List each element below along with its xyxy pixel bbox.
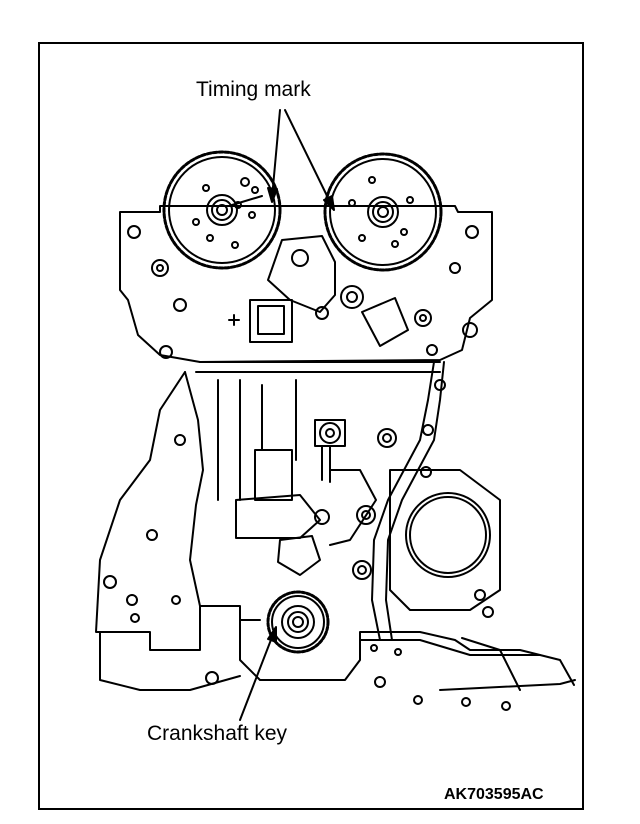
oil-pan: [239, 619, 575, 686]
cylinder-block: [95, 371, 261, 651]
figure-frame: [38, 42, 584, 810]
right-housing-bore: [389, 469, 501, 618]
right-camshaft-sprocket: [323, 152, 443, 272]
head-bolts: [127, 225, 479, 359]
timing-mark-leaders: [267, 109, 335, 211]
crankshaft-key-label: Crankshaft key: [147, 722, 288, 745]
center-housing: [267, 235, 336, 313]
left-camshaft-sprocket: [162, 150, 282, 270]
timing-mark-label: Timing mark: [196, 78, 311, 101]
figure-code: AK703595AC: [444, 786, 544, 803]
cylinder-head: [119, 205, 493, 363]
chain-guide: [371, 361, 435, 641]
crankshaft-key-leader: [239, 626, 277, 721]
crankshaft-sprocket: [266, 590, 330, 654]
